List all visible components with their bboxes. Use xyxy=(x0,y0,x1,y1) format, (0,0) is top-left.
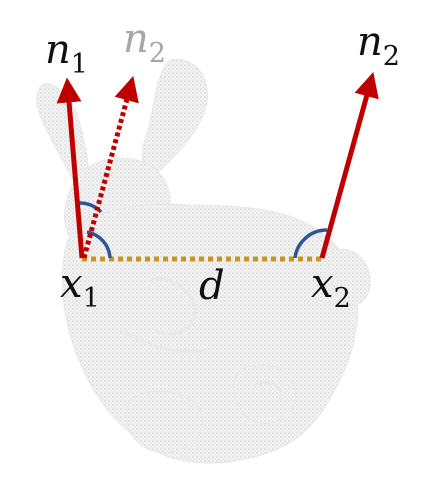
bunny-body xyxy=(62,203,359,464)
bunny-back-foot xyxy=(233,364,296,424)
label-n2: n2 xyxy=(357,19,400,72)
bunny-tail xyxy=(324,248,371,307)
label-x1-subscript: 1 xyxy=(83,283,100,314)
label-n2-subscript: 2 xyxy=(383,41,400,72)
label-x2: x2 xyxy=(311,261,351,314)
bunny-point-cloud xyxy=(36,58,371,464)
normal-arrow-n2 xyxy=(319,71,379,259)
label-d: d xyxy=(199,263,225,309)
bunny-contours xyxy=(119,277,283,401)
bunny-front-feet xyxy=(126,390,204,453)
normal-arrow-n1 xyxy=(56,77,85,259)
normal-arrow-n2-ghost xyxy=(81,75,139,259)
label-x1: x1 xyxy=(60,261,100,314)
label-n1-subscript: 1 xyxy=(71,49,88,80)
angle-arc-x1-bottom xyxy=(86,230,112,259)
bunny-right-ear xyxy=(141,58,209,181)
label-n2-ghost: n2 xyxy=(123,16,166,69)
label-x2-subscript: 2 xyxy=(334,283,351,314)
label-n2-ghost-subscript: 2 xyxy=(149,38,166,69)
label-n1: n1 xyxy=(45,27,88,80)
angle-arc-x2 xyxy=(293,228,328,259)
angle-arc-x1-top xyxy=(78,201,103,214)
